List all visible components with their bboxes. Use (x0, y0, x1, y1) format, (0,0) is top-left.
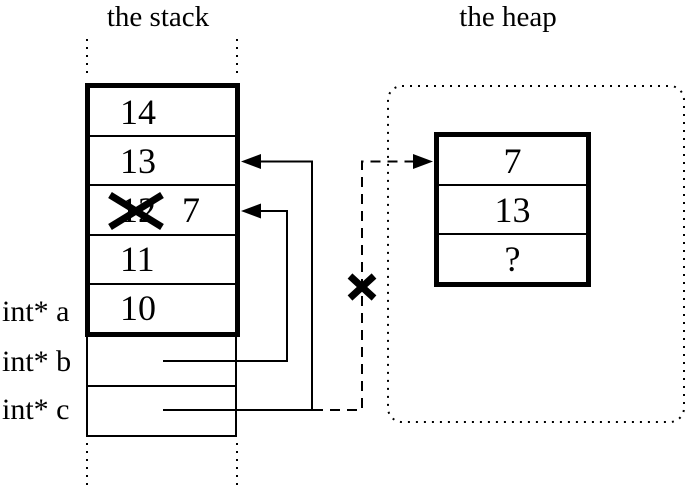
stack-cell-value: 13 (120, 140, 156, 181)
heap-cell-value: 13 (494, 189, 531, 230)
heap-cell: 13 (439, 184, 586, 233)
arrow-head-icon (241, 203, 261, 219)
heap-box: 7 13 ? (434, 132, 591, 287)
heap-cell: 7 (439, 137, 586, 184)
pointer-label-a: int* a (2, 295, 70, 328)
heap-cell-value: 7 (503, 140, 522, 181)
pointer-variable-rows (86, 337, 237, 437)
stack-box: 14 13 12 7 11 10 (85, 83, 240, 337)
pointer-label-b: int* b (2, 345, 72, 378)
stack-cell-new-value: 7 (182, 190, 200, 230)
heap-title: the heap (459, 1, 557, 33)
stack-cell-crossed: 12 7 (90, 184, 235, 233)
stack-cell-value: 10 (120, 288, 156, 329)
stack-cell: 13 (90, 135, 235, 184)
pointer-label-c: int* c (2, 393, 70, 426)
stack-title: the stack (106, 1, 210, 33)
arrow-head-icon (241, 154, 261, 169)
stack-cell-old-value: 12 (120, 190, 156, 230)
heap-cell: ? (439, 233, 586, 282)
pointer-row-b (88, 337, 235, 387)
stack-cell-value: 14 (120, 91, 156, 132)
arrow-head-icon (413, 154, 433, 169)
stack-cell-value: 11 (120, 239, 155, 280)
dangling-pointer-dashed-line (313, 160, 429, 411)
pointer-row-c (88, 387, 235, 435)
stack-cell: 10 (90, 282, 235, 332)
heap-cell-value: ? (504, 238, 521, 279)
stack-cell: 11 (90, 233, 235, 283)
x-mark-icon (347, 273, 377, 301)
stack-cell: 14 (90, 88, 235, 135)
